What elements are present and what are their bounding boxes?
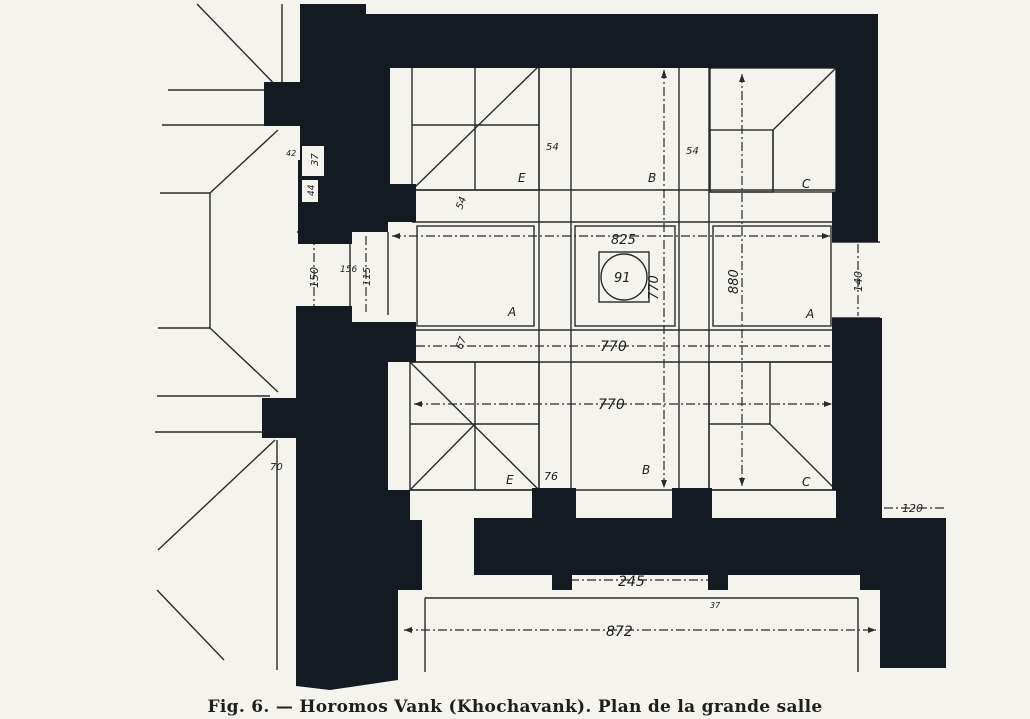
dim-150: 150 [308,267,321,288]
dim-42: 42 [286,149,296,158]
dim-115: 115 [362,267,373,286]
dim-91: 91 [614,271,631,286]
dim-770-lower: 770 [598,397,625,413]
room-label-c-top: C [802,177,811,191]
dim-156: 156 [340,265,357,275]
dim-54-left: 54 [546,142,559,153]
dim-880: 880 [727,269,742,294]
room-label-a-right: A [805,307,814,321]
wall-inset-patches [302,146,324,202]
dim-770-middle: 770 [600,339,627,355]
dim-825: 825 [611,233,636,248]
dim-120: 120 [902,502,923,515]
dim-770-vertical: 770 [647,275,662,300]
dim-245: 245 [618,574,645,590]
room-label-e-top: E [518,171,526,185]
dim-44: 44 [307,184,317,196]
dim-76: 76 [544,470,558,483]
room-label-c-bottom: C [802,475,811,489]
plan-linework [155,3,880,672]
room-label-b-top: B [648,171,656,185]
masonry-walls [262,4,946,690]
dimension-labels: 825 91 770 880 770 770 54 54 54 67 37 44… [270,142,923,640]
room-label-e-bottom: E [506,473,514,487]
room-label-a-left: A [507,305,516,319]
room-labels: E B C A A E B C [506,171,814,489]
dim-67: 67 [454,335,469,351]
dim-70: 70 [270,462,283,473]
dim-54-diagonal: 54 [454,195,469,211]
dim-872: 872 [606,624,633,640]
dim-37-bottom: 37 [710,601,721,610]
dim-37: 37 [310,153,321,166]
dim-54-right: 54 [686,146,699,157]
dimension-arrowheads [392,70,876,633]
figure-caption: Fig. 6. — Horomos Vank (Khochavank). Pla… [207,697,823,717]
dimension-lines [313,70,944,631]
dim-140: 140 [852,271,865,292]
room-label-b-bottom: B [642,463,650,477]
